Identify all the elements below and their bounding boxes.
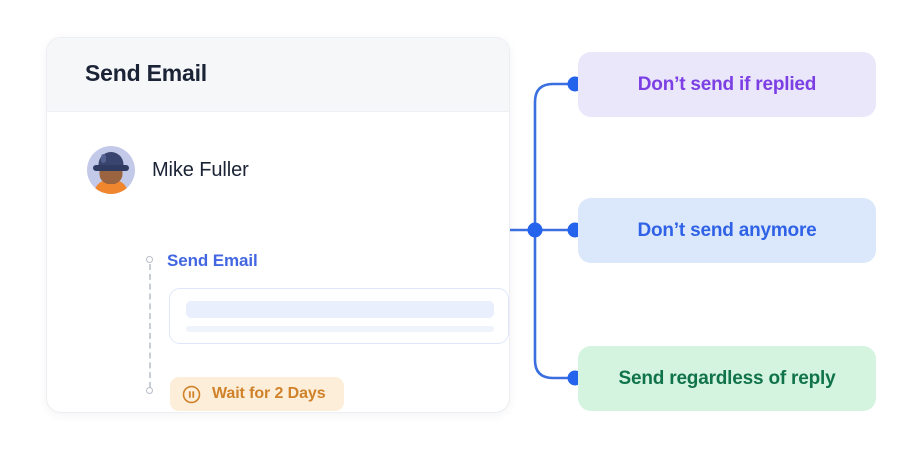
branch-option-label: Don’t send anymore (637, 219, 817, 241)
avatar-person-icon (87, 146, 135, 194)
page-title: Send Email (85, 60, 207, 86)
branch-option-label: Don’t send if replied (637, 73, 817, 95)
branch-option-label: Send regardless of reply (618, 367, 836, 389)
card-header: Send Email (47, 38, 509, 112)
pause-icon (182, 385, 201, 403)
timeline-node-start (146, 256, 153, 263)
branch-option-dont-send-anymore[interactable]: Don’t send anymore (578, 198, 876, 263)
branch-option-dont-send-if-replied[interactable]: Don’t send if replied (578, 52, 876, 117)
skeleton-line (186, 326, 494, 332)
wait-step-badge[interactable]: Wait for 2 Days (170, 377, 344, 411)
step-send-email-label[interactable]: Send Email (167, 251, 258, 270)
connector-branch-bottom (533, 228, 577, 380)
user-row: Mike Fuller (87, 146, 249, 194)
send-email-card[interactable]: Send Email Mike Fuller Send Email (46, 37, 510, 413)
branch-option-send-regardless[interactable]: Send regardless of reply (578, 346, 876, 411)
timeline-node-end (146, 387, 153, 394)
branch-junction-dot (527, 222, 543, 238)
connector-branch-top (533, 82, 577, 232)
timeline-rail (149, 264, 151, 388)
wait-step-label: Wait for 2 Days (212, 385, 326, 402)
email-body-field[interactable] (169, 288, 509, 344)
user-name: Mike Fuller (152, 158, 249, 181)
skeleton-line (186, 301, 494, 318)
